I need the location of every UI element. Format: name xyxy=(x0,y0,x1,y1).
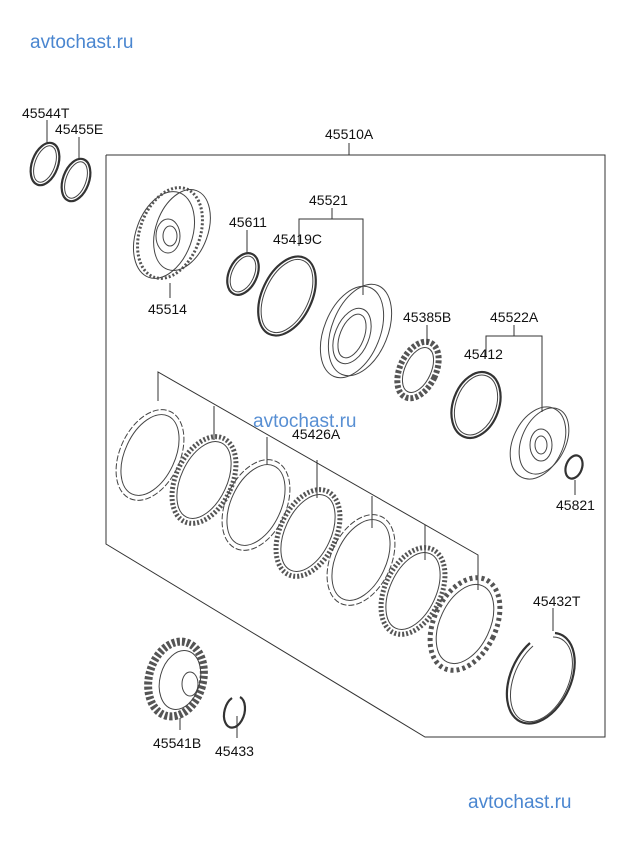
label-45426A: 45426A xyxy=(292,426,341,442)
part-45419C-seal-ring[interactable] xyxy=(247,247,328,344)
label-45455E: 45455E xyxy=(55,121,103,137)
clutch-plate-steel[interactable] xyxy=(314,504,409,616)
part-45541B-gear[interactable] xyxy=(140,635,212,722)
clutch-plate-steel[interactable] xyxy=(103,399,198,511)
label-45385B: 45385B xyxy=(403,309,451,325)
clutch-plate-steel[interactable] xyxy=(209,449,304,561)
part-45522A-piston[interactable] xyxy=(499,398,578,488)
label-45544T: 45544T xyxy=(22,105,70,121)
assembly-frame xyxy=(105,154,606,738)
clutch-plate-backing[interactable] xyxy=(416,566,514,681)
label-45412: 45412 xyxy=(464,346,503,362)
part-45412-ring[interactable] xyxy=(443,365,509,445)
part-45433-snap-ring[interactable] xyxy=(222,696,247,729)
clutch-plate-friction[interactable] xyxy=(368,537,458,644)
label-45522A: 45522A xyxy=(490,309,539,325)
part-45514-clutch-drum[interactable] xyxy=(122,179,220,288)
part-45385B-return-spring[interactable] xyxy=(389,335,447,405)
part-45432T-snap-ring[interactable] xyxy=(505,631,576,725)
label-45510A: 45510A xyxy=(325,126,374,142)
label-45432T: 45432T xyxy=(533,593,581,609)
bracket-45521 xyxy=(298,218,364,295)
label-45433: 45433 xyxy=(215,743,254,759)
label-45514: 45514 xyxy=(148,301,187,317)
label-45611: 45611 xyxy=(229,214,267,230)
part-45544T-snap-ring[interactable] xyxy=(25,139,64,189)
clutch-plate-friction[interactable] xyxy=(263,479,353,586)
bracket-45426A xyxy=(157,371,479,590)
label-45419C: 45419C xyxy=(273,231,322,247)
label-45821: 45821 xyxy=(556,497,595,513)
label-45521: 45521 xyxy=(309,192,348,208)
part-45611-ring[interactable] xyxy=(221,248,265,300)
clutch-plate-friction[interactable] xyxy=(159,426,249,533)
label-45541B: 45541B xyxy=(153,735,201,751)
part-45821-snap-ring[interactable] xyxy=(562,453,585,481)
watermark-top: avtochast.ru xyxy=(30,32,134,53)
part-45455E-ring[interactable] xyxy=(56,155,95,205)
part-45521-piston[interactable] xyxy=(308,275,404,387)
watermark-middle: avtochast.ru xyxy=(253,411,357,432)
watermark-bottom: avtochast.ru xyxy=(468,792,572,813)
